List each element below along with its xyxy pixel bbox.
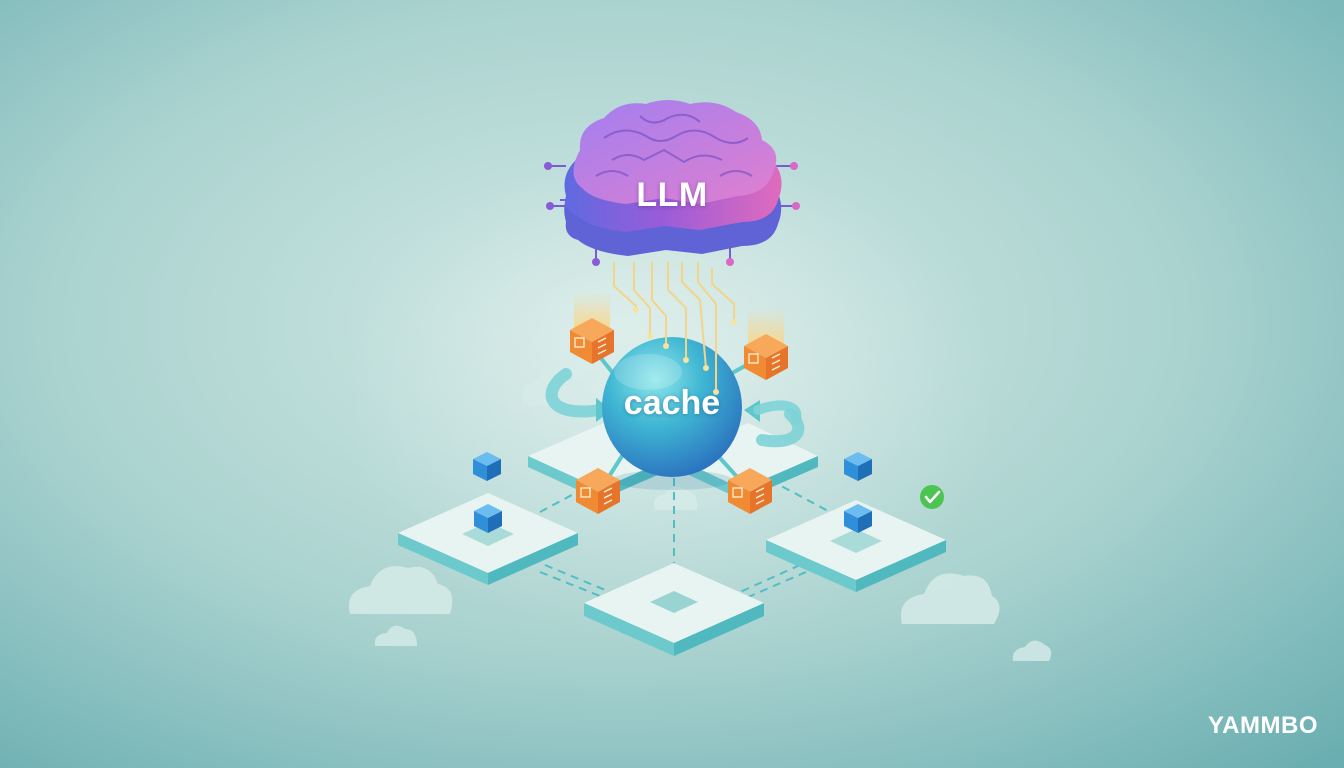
llm-label: LLM	[636, 176, 708, 214]
orange-data-box-icon	[728, 468, 772, 514]
platform-right	[766, 500, 946, 592]
blue-cube-icon	[474, 504, 502, 533]
cloud-icon	[348, 566, 453, 614]
wire-nodes	[633, 307, 737, 395]
orange-data-box-icon	[570, 292, 614, 364]
cloud-icon	[374, 625, 417, 646]
cloud-icon	[1012, 640, 1052, 661]
orange-data-box-icon	[576, 468, 620, 514]
cache-label: cache	[623, 384, 721, 422]
blue-cube-icon	[844, 504, 872, 533]
cloud-icon	[654, 486, 698, 510]
check-icon	[920, 485, 944, 509]
cloud-icon	[900, 573, 1000, 624]
golden-wires	[613, 262, 735, 392]
orange-data-box-icon	[744, 308, 788, 380]
brain-icon	[544, 100, 800, 266]
cache-sphere	[602, 337, 742, 490]
brand-logo-text: YAMMBO	[1207, 712, 1318, 739]
curved-arrow-icon	[744, 400, 805, 448]
blue-cube-icon	[844, 452, 872, 481]
platform-bottom	[584, 563, 764, 656]
blue-cube-icon	[473, 452, 501, 481]
